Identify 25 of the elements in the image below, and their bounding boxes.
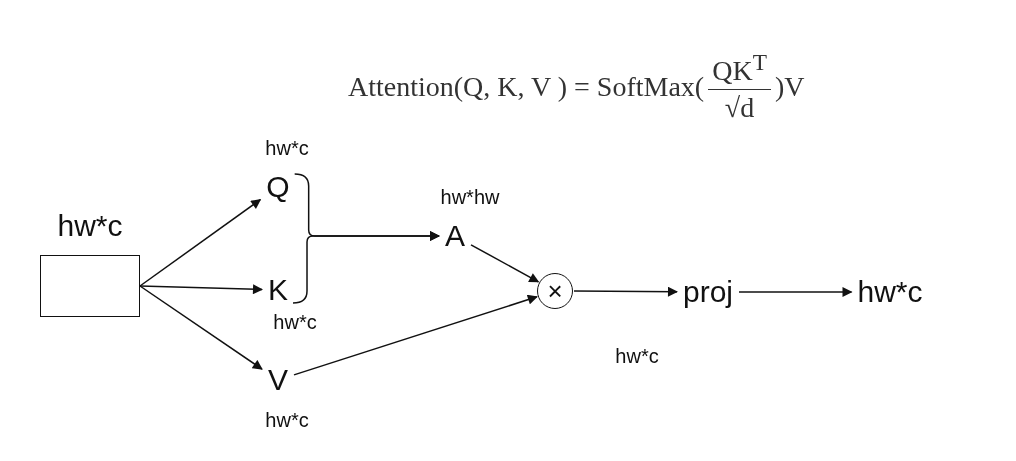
arrow <box>573 286 678 297</box>
arrow <box>738 287 853 297</box>
node-label: A <box>442 219 468 253</box>
size-label: hw*c <box>57 211 123 241</box>
arrow <box>139 285 263 370</box>
size-label: hw*hw <box>440 187 500 207</box>
size-label: hw*c <box>265 138 309 158</box>
size-label: hw*c <box>615 346 659 366</box>
arrow <box>293 294 538 376</box>
node-label: V <box>265 363 291 397</box>
arrow <box>470 244 540 283</box>
arrow <box>139 198 262 287</box>
size-label: hw*c <box>273 312 317 332</box>
node-label: K <box>265 273 291 307</box>
arrow <box>139 284 263 295</box>
formula-text: )V <box>774 70 805 103</box>
node-label: Q <box>263 170 293 204</box>
multiply-circle: × <box>537 273 573 309</box>
node-label: hw*c <box>854 275 926 309</box>
fraction-denominator: √d <box>724 91 755 124</box>
formula-text: Attention(Q, K, V ) = SoftMax( <box>348 70 705 103</box>
node-label: proj <box>680 275 736 309</box>
fraction-numerator: QK$^{T}$ <box>708 50 771 91</box>
arrow <box>292 231 440 304</box>
size-label: hw*c <box>265 410 309 430</box>
